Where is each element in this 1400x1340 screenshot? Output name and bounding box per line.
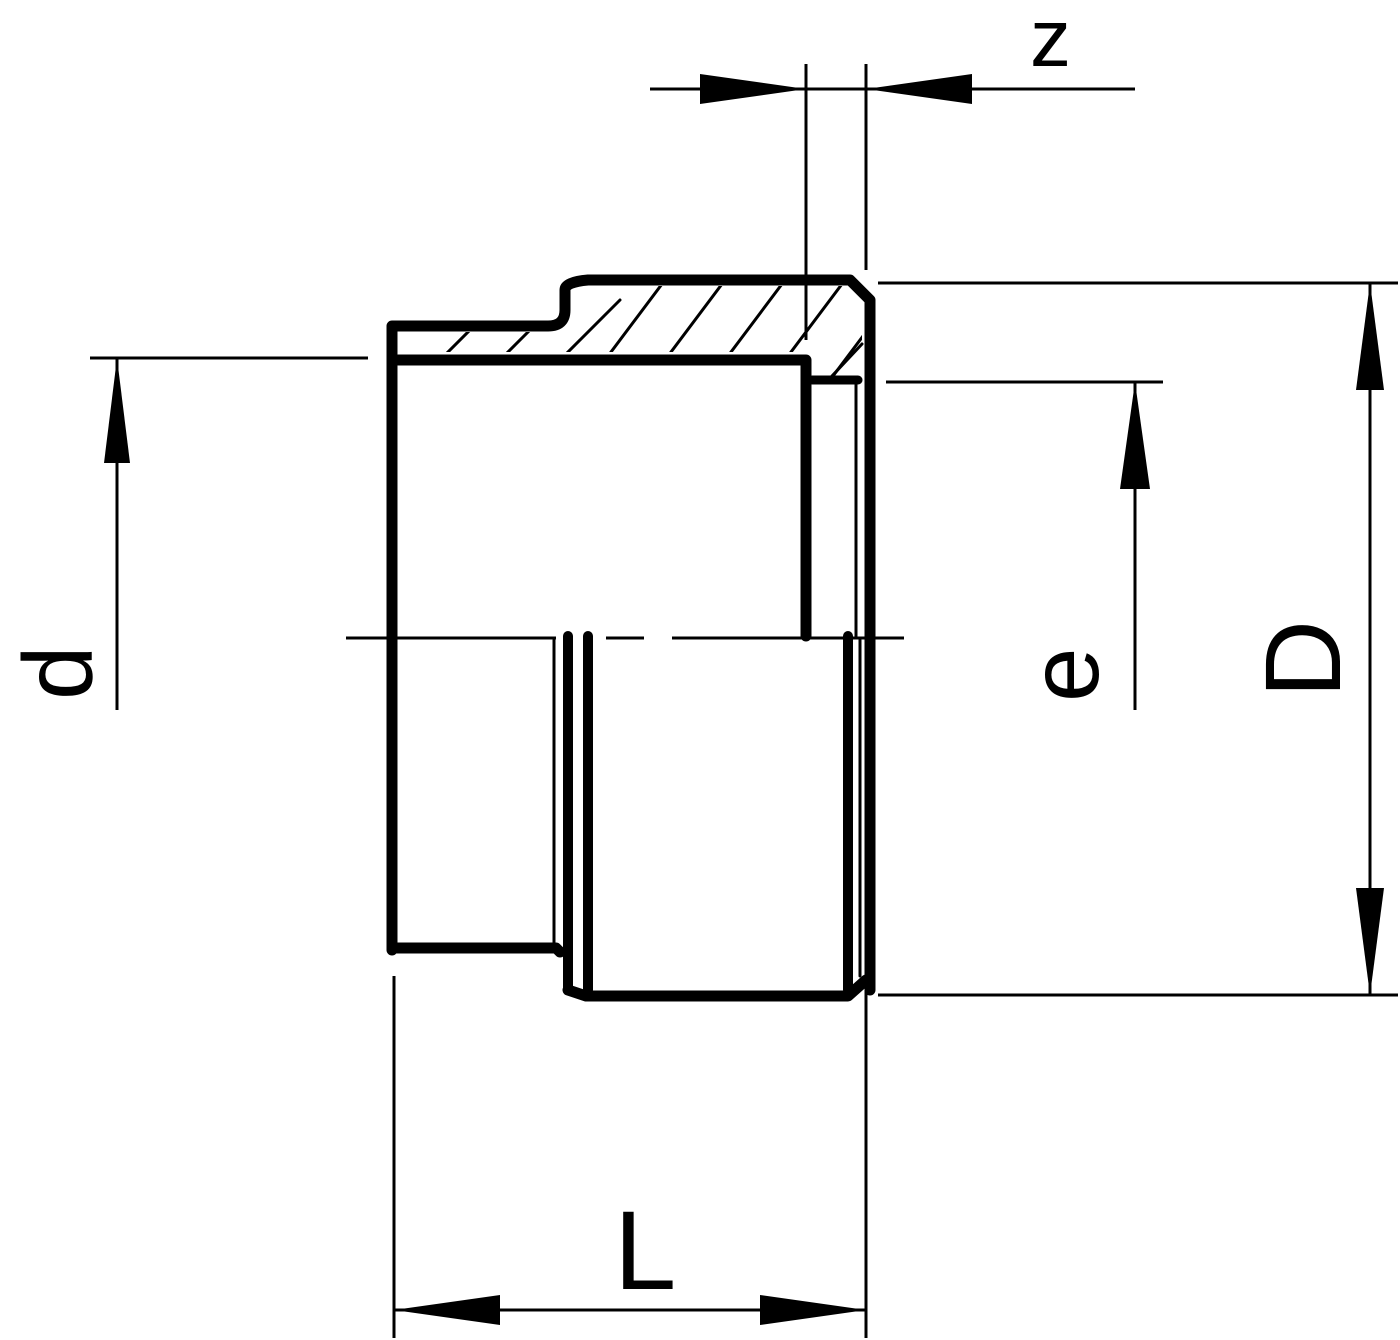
dimension-D: D bbox=[878, 281, 1398, 997]
dimension-L: L bbox=[392, 976, 868, 1338]
dimension-label-e: e bbox=[1009, 647, 1119, 702]
chamfer bbox=[830, 342, 864, 378]
dimension-e: e bbox=[886, 380, 1163, 710]
bottom-edge bbox=[562, 974, 872, 1002]
dimension-label-L: L bbox=[614, 1188, 676, 1313]
lower-left-step bbox=[386, 942, 566, 958]
dimension-label-d: d bbox=[3, 645, 113, 700]
bore-line bbox=[392, 354, 812, 642]
dimension-z: z bbox=[650, 0, 1135, 340]
dimension-label-z: z bbox=[1030, 0, 1071, 84]
dimension-label-D: D bbox=[1242, 620, 1363, 698]
outer-profile-top bbox=[386, 274, 876, 996]
fitting-body bbox=[386, 274, 876, 1002]
dimension-d: d bbox=[3, 356, 368, 710]
